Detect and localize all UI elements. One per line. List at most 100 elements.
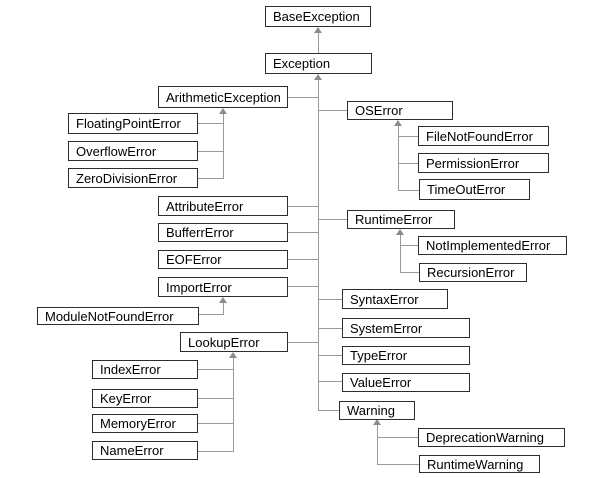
node-label: ArithmeticException <box>166 89 281 105</box>
node-label: OverflowError <box>76 143 157 159</box>
node-permissionerror: PermissionError <box>418 153 549 173</box>
node-label: NameError <box>100 443 164 458</box>
node-label: Warning <box>347 403 395 418</box>
node-label: RuntimeWarning <box>427 456 524 472</box>
connector-line <box>318 110 347 111</box>
connector-line <box>398 126 399 191</box>
node-oserror: OSError <box>347 101 453 120</box>
node-systemerror: SystemError <box>342 318 470 338</box>
node-arithmeticexception: ArithmeticException <box>158 86 288 108</box>
arrowhead-up-icon <box>373 419 381 425</box>
connector-line <box>400 245 418 246</box>
node-label: IndexError <box>100 362 161 377</box>
node-floatingpointerror: FloatingPointError <box>68 113 198 134</box>
node-nameerror: NameError <box>92 441 198 460</box>
connector-line <box>198 151 223 152</box>
node-label: SystemError <box>350 320 423 336</box>
node-runtimewarning: RuntimeWarning <box>419 455 540 473</box>
node-label: RuntimeError <box>355 212 433 227</box>
connector-line <box>223 303 224 315</box>
node-warning: Warning <box>339 401 415 420</box>
connector-line <box>377 437 418 438</box>
node-label: MemoryError <box>100 416 176 431</box>
node-label: FloatingPointError <box>76 116 181 131</box>
arrowhead-up-icon <box>219 297 227 303</box>
arrowhead-up-icon <box>394 120 402 126</box>
connector-line <box>377 464 419 465</box>
connector-line <box>318 328 342 329</box>
node-label: AttributeError <box>166 198 244 214</box>
connector-line <box>288 206 319 207</box>
node-lookuperror: LookupError <box>180 332 288 352</box>
node-recursionerror: RecursionError <box>419 263 527 282</box>
connector-line <box>198 423 233 424</box>
connector-line <box>318 219 347 220</box>
node-runtimeerror: RuntimeError <box>347 210 455 229</box>
node-label: PermissionError <box>426 155 520 171</box>
node-typeerror: TypeError <box>342 346 470 365</box>
arrowhead-up-icon <box>396 229 404 235</box>
connector-line <box>400 272 419 273</box>
connector-line <box>198 451 233 452</box>
connector-line <box>198 369 233 370</box>
node-label: FileNotFoundError <box>426 128 533 144</box>
node-label: LookupError <box>188 334 260 350</box>
connector-line <box>198 398 233 399</box>
connector-line <box>288 286 319 287</box>
node-eoferror: EOFError <box>158 250 288 269</box>
node-label: Exception <box>273 56 331 71</box>
node-attributeerror: AttributeError <box>158 196 288 216</box>
connector-line <box>398 190 419 191</box>
node-syntaxerror: SyntaxError <box>342 289 448 309</box>
connector-line <box>318 381 342 382</box>
node-exception: Exception <box>265 53 372 74</box>
arrowhead-up-icon <box>229 352 237 358</box>
node-deprecationwarning: DeprecationWarning <box>418 428 565 447</box>
connector-line <box>199 314 224 315</box>
connector-line <box>288 342 319 343</box>
connector-line <box>288 97 319 98</box>
node-label: BufferrError <box>166 225 234 240</box>
node-indexerror: IndexError <box>92 360 198 379</box>
node-bufferrerror: BufferrError <box>158 223 288 242</box>
node-label: ZeroDivisionError <box>76 170 178 186</box>
connector-line <box>318 33 319 53</box>
connector-line <box>198 123 223 124</box>
node-valueerror: ValueError <box>342 373 470 392</box>
connector-line <box>400 235 401 273</box>
node-label: TimeOutError <box>427 182 506 197</box>
node-label: ModuleNotFoundError <box>45 308 174 324</box>
node-label: RecursionError <box>427 265 515 280</box>
node-importerror: ImportError <box>158 277 288 297</box>
connector-line <box>398 136 418 137</box>
node-keyerror: KeyError <box>92 389 198 408</box>
node-timeouterror: TimeOutError <box>419 179 530 200</box>
node-filenotfounderror: FileNotFoundError <box>418 126 549 146</box>
node-label: SyntaxError <box>350 291 419 307</box>
connector-line <box>288 232 319 233</box>
node-label: EOFError <box>166 252 222 267</box>
node-zerodivisionerror: ZeroDivisionError <box>68 168 198 188</box>
connector-line <box>398 163 418 164</box>
arrowhead-up-icon <box>314 27 322 33</box>
node-modulenotfounderror: ModuleNotFoundError <box>37 307 199 325</box>
connector-line <box>288 259 319 260</box>
node-label: ImportError <box>166 279 232 295</box>
connector-line <box>198 178 223 179</box>
connector-line <box>223 114 224 179</box>
node-memoryerror: MemoryError <box>92 414 198 433</box>
connector-line <box>318 355 342 356</box>
node-label: KeyError <box>100 391 152 406</box>
connector-line <box>318 299 342 300</box>
node-label: OSError <box>355 103 403 118</box>
node-label: DeprecationWarning <box>426 430 545 445</box>
node-label: NotImplementedError <box>426 238 551 253</box>
arrowhead-up-icon <box>314 74 322 80</box>
connector-line <box>318 410 340 411</box>
node-notimplementederror: NotImplementedError <box>418 236 567 255</box>
node-overflowerror: OverflowError <box>68 141 198 161</box>
node-baseexception: BaseException <box>265 6 371 27</box>
node-label: ValueError <box>350 375 412 390</box>
node-label: BaseException <box>273 9 360 24</box>
arrowhead-up-icon <box>219 108 227 114</box>
